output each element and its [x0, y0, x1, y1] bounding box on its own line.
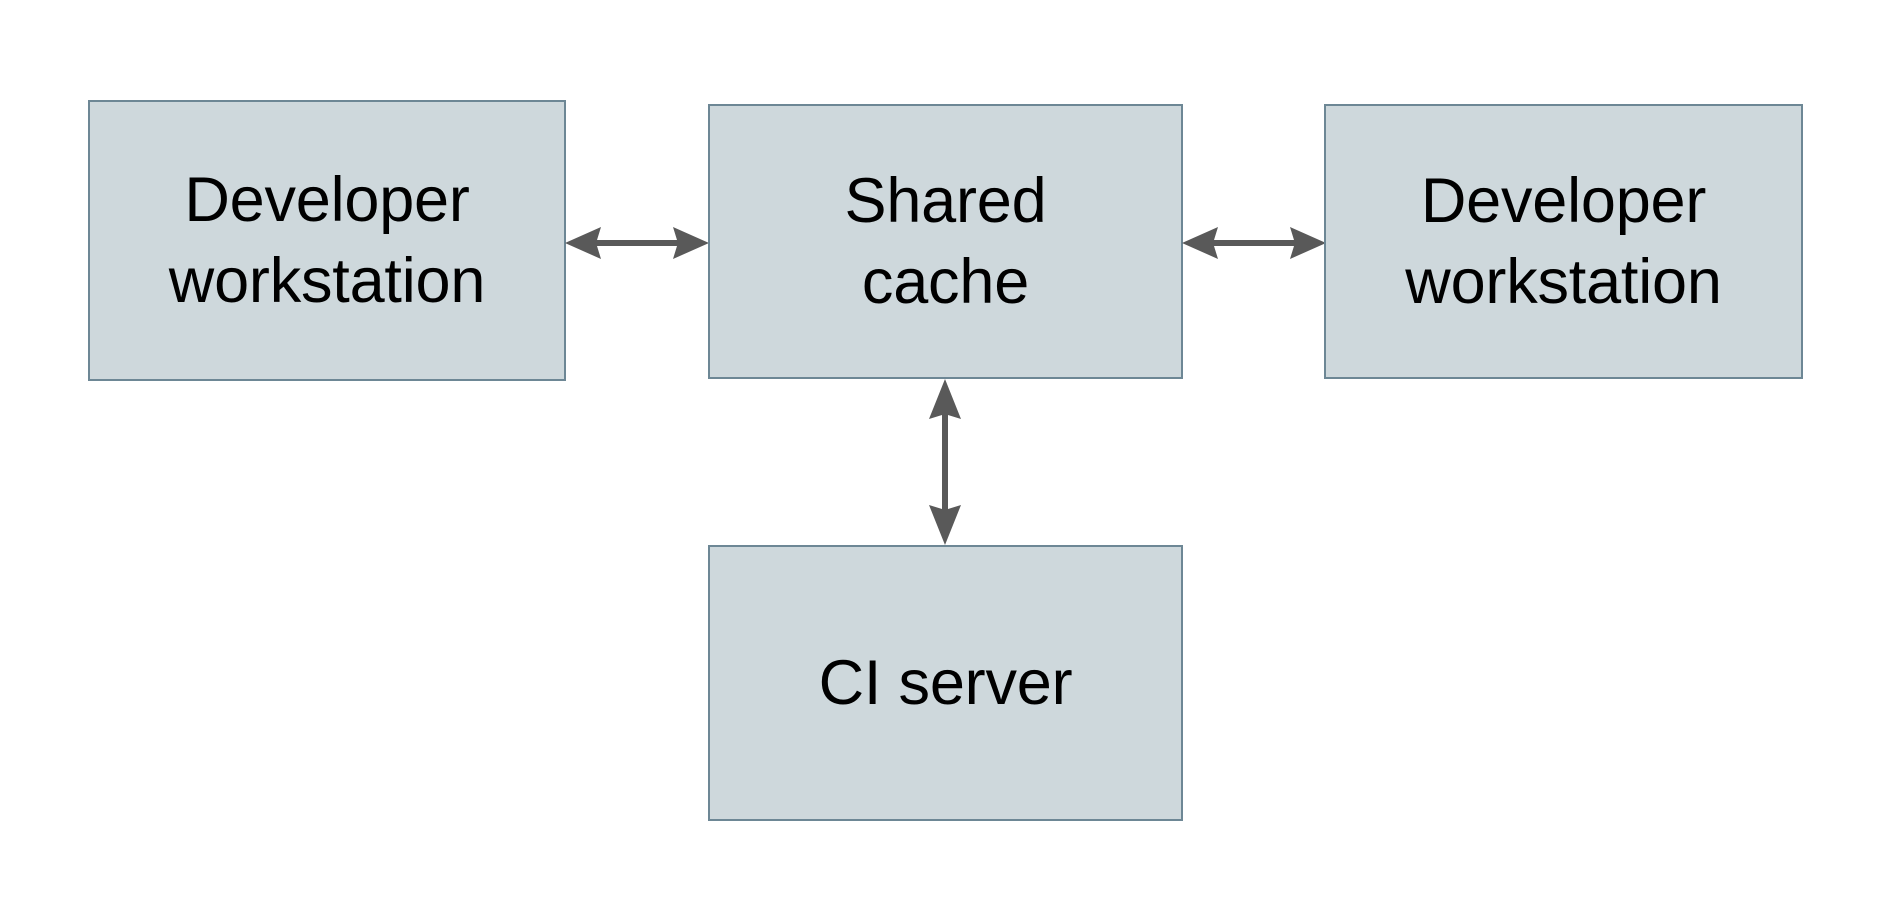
node-label: Shared cache	[844, 165, 1047, 317]
node-label: CI server	[818, 647, 1073, 718]
node-label: Developer workstation	[1405, 165, 1722, 317]
node-label: Developer workstation	[168, 164, 486, 316]
node-ci-server[interactable]: CI server	[708, 545, 1183, 821]
node-developer-workstation-right[interactable]: Developer workstation	[1324, 104, 1803, 379]
double-arrow-icon-dev-left-shared-cache	[565, 227, 709, 259]
double-arrow-icon-shared-cache-dev-right	[1182, 227, 1326, 259]
node-shared-cache[interactable]: Shared cache	[708, 104, 1183, 379]
node-developer-workstation-left[interactable]: Developer workstation	[88, 100, 566, 381]
double-arrow-icon-shared-cache-ci-server	[929, 379, 961, 545]
